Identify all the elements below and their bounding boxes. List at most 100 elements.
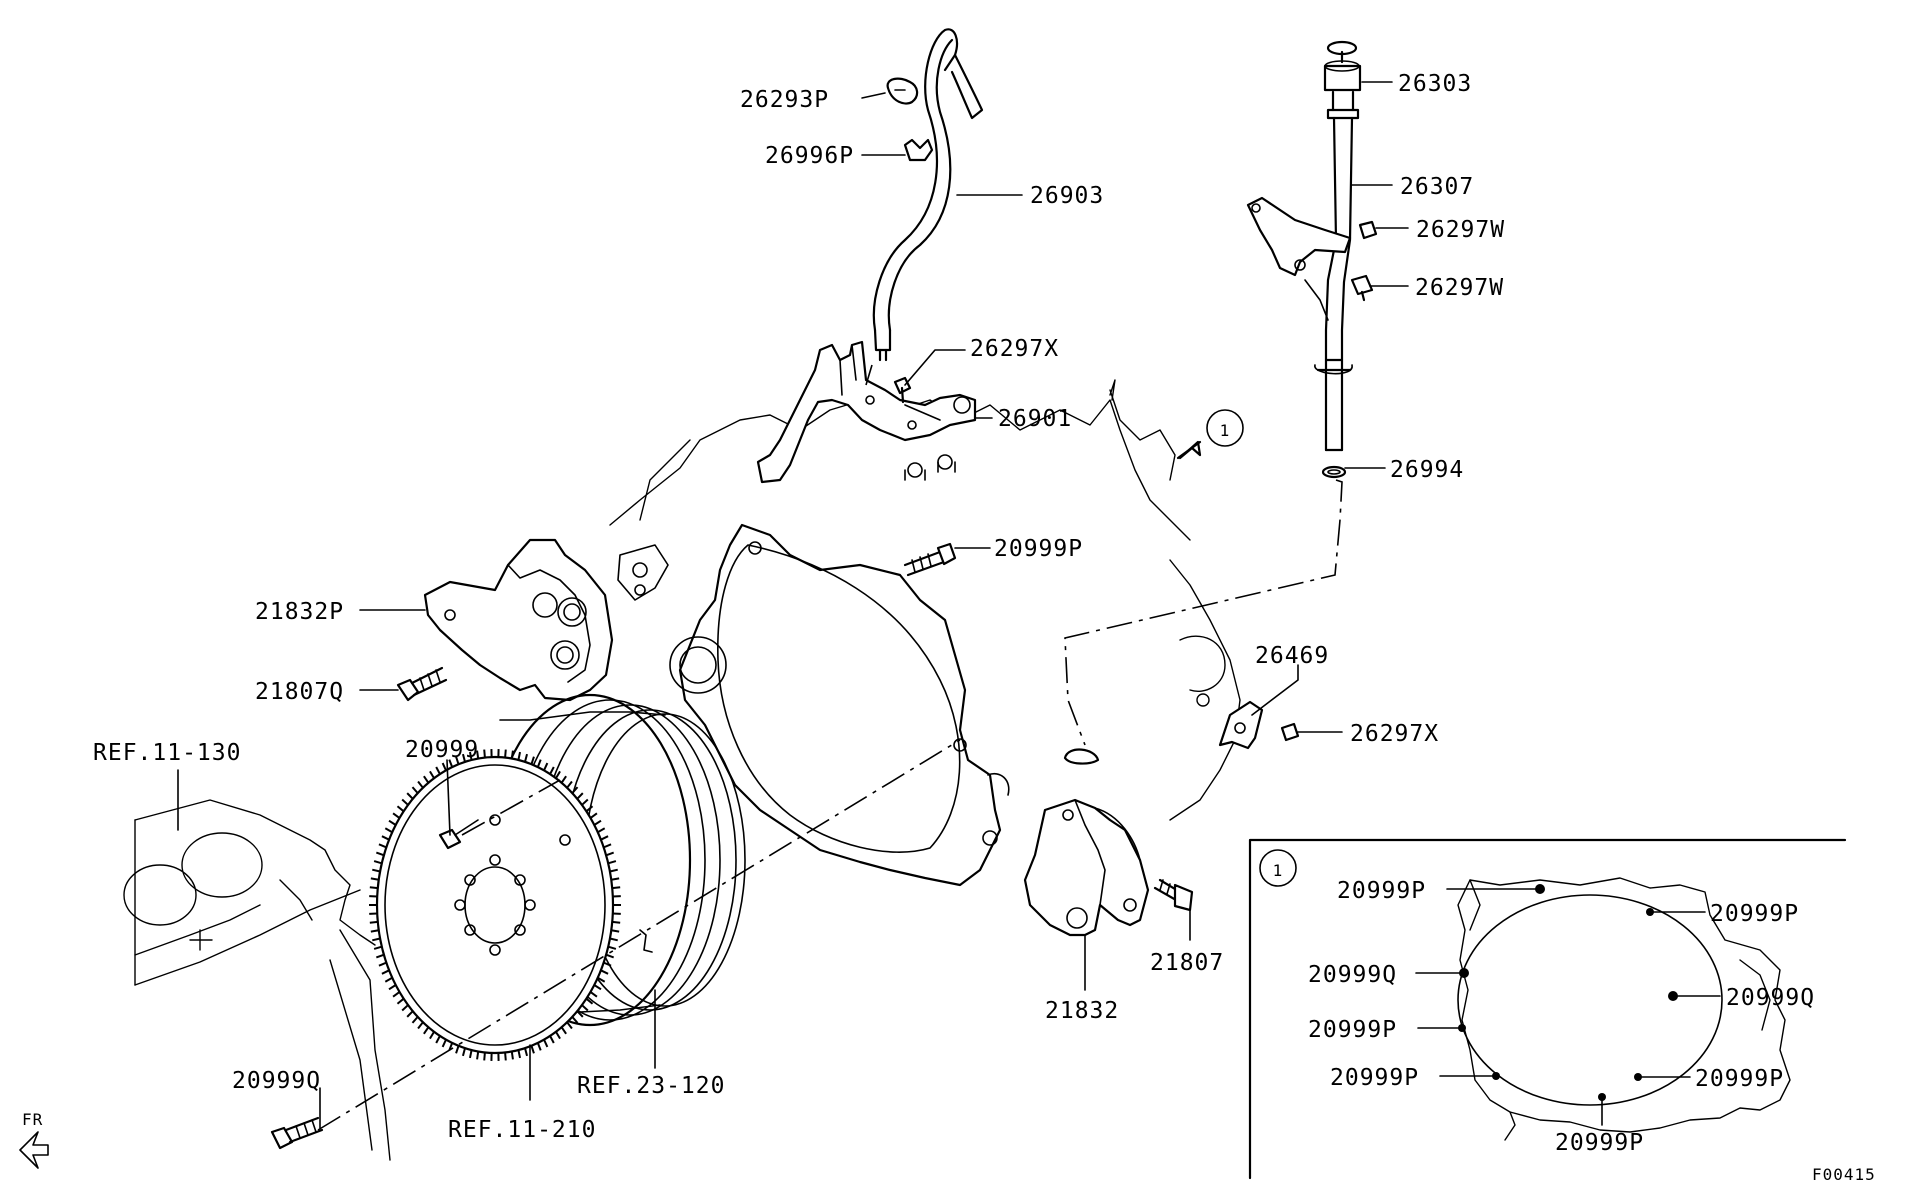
gear-tooth [605,953,615,959]
gear-tooth [607,860,617,865]
view-marker-circle [1206,409,1244,447]
gear-tooth [441,1039,447,1048]
callout-26293P: 26293P [740,87,829,113]
gear-tooth [600,835,609,841]
gear-tooth [510,1051,514,1060]
gear-tooth [524,1047,528,1057]
gear-tooth [593,819,602,826]
gear-tooth [378,961,387,967]
gear-tooth [576,1010,584,1018]
callout-20999P-housing: 20999P [994,536,1083,562]
front-indicator: FR [22,1110,43,1129]
flywheel-axis-line [317,739,961,1131]
flywheel-bolt-line [461,779,561,836]
view-marker: 1 [1220,421,1231,440]
gear-tooth [549,1035,555,1044]
gear-tooth [581,798,589,806]
callout-ref-23-120: REF.23-120 [577,1073,725,1099]
gear-tooth [388,984,397,991]
clip-26293P [886,77,919,105]
gear-tooth [555,770,561,779]
gear-tooth [612,920,621,924]
clip-26996P [903,138,934,162]
callout-26297W-upper: 26297W [1416,217,1505,243]
gear-tooth [369,920,378,924]
gear-tooth [429,770,435,779]
gear-tooth [585,805,594,813]
gear-tooth [597,976,606,983]
callout-26901: 26901 [998,406,1072,432]
gear-tooth [429,1031,435,1040]
gear-tooth [571,1016,579,1024]
gear-tooth [566,780,573,789]
callout-21807Q: 21807Q [255,679,344,705]
gear-tooth [543,762,549,771]
inset-callout-20999Q-2: 20999Q [1726,985,1815,1011]
inset-callout-20999P-4: 20999P [1330,1065,1419,1091]
gear-tooth [381,969,390,975]
callout-20999: 20999 [405,737,479,763]
gear-tooth [536,1042,542,1051]
bell-housing [617,523,1010,887]
gear-tooth [372,868,381,873]
bracket-21832 [1023,798,1150,937]
gear-tooth [384,827,393,834]
callout-26469: 26469 [1255,643,1329,669]
callout-26903: 26903 [1030,183,1104,209]
gear-tooth [483,749,486,758]
gear-tooth [396,805,405,813]
front-arrow-icon [19,1131,49,1169]
gear-tooth [370,929,379,933]
gear-tooth [612,886,621,890]
gear-tooth [370,877,379,881]
bolt-20999 [438,819,479,850]
gear-tooth [373,945,383,950]
gear-tooth [476,1051,480,1060]
engine-mount-bracket-21832P [423,538,614,702]
gear-tooth [483,1052,486,1061]
gear-tooth [603,843,612,849]
gear-tooth [603,961,612,967]
gear-tooth [510,750,514,759]
gear-tooth [611,929,620,933]
bolt-26297W-upper [1358,220,1378,240]
gear-tooth [585,997,594,1005]
gear-tooth [607,945,617,950]
bolt-26297W-lower [1350,274,1374,302]
gear-tooth [524,753,528,763]
inset-callout-20999P-3: 20999P [1308,1017,1397,1043]
gear-tooth [406,1010,414,1018]
gear-tooth [517,751,522,761]
gear-tooth [373,860,383,865]
bolt-21807Q [396,666,448,702]
callout-21832: 21832 [1045,998,1119,1024]
gear-tooth [468,1049,473,1059]
gear-tooth [375,851,385,857]
gear-tooth [560,1026,567,1035]
gear-tooth [517,1049,522,1059]
gear-tooth [417,780,424,789]
inset-callout-20999P-5: 20999P [1695,1066,1784,1092]
gear-tooth [448,759,454,768]
gear-tooth [576,792,584,800]
gear-tooth [378,843,387,849]
inset-callout-20999P-6: 20999P [1555,1130,1644,1156]
bracket-26901 [756,340,977,484]
gear-tooth [462,1047,466,1057]
gear-tooth [423,775,430,784]
gear-tooth [375,953,385,959]
bolt-26297X-lower [1280,722,1300,742]
gear-tooth [555,1031,561,1040]
drive-plate-ref-11-210 [375,755,615,1055]
gear-tooth [417,1021,424,1030]
callout-ref-11-210: REF.11-210 [448,1117,596,1143]
gear-tooth [609,937,618,942]
callout-ref-11-130: REF.11-130 [93,740,241,766]
callout-26994: 26994 [1390,457,1464,483]
inset-view: 1 20999P 20999P 20999Q 20999Q 20999P 209… [1248,838,1847,1180]
gear-tooth [369,886,378,890]
gear-tooth [384,976,393,983]
gear-tooth [597,827,606,834]
callout-26297W-lower: 26297W [1415,275,1504,301]
gear-tooth [411,786,419,794]
